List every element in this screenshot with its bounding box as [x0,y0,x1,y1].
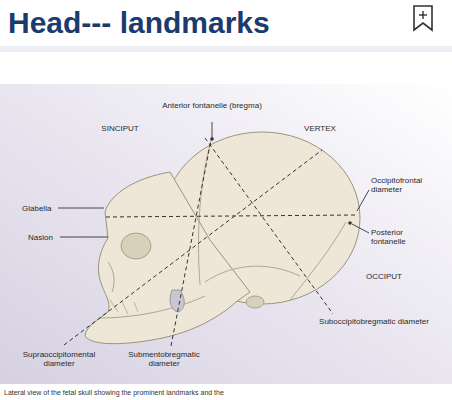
diameter-label: Submentobregmatic diameter [116,350,212,368]
leader-line [357,190,369,211]
landmark-label: Nasion [28,233,68,242]
region-label: SINCIPUT [90,124,150,133]
diameter-label: Supraoccipitomental diameter [8,350,110,368]
diameter-label: Suboccipitobregmatic diameter [318,317,430,326]
facial-skeleton [85,172,250,344]
tooth-buds [110,300,138,314]
nasal-cavity [108,262,114,292]
lambdoid-suture [290,222,346,300]
landmark-label: Glabella [22,204,72,213]
suboccipitobregmatic-line [205,138,333,314]
landmark-label: Anterior fontanelle (bregma) [162,101,262,110]
submentobregmatic-line [171,140,211,346]
leader-line [58,208,104,209]
mastoid [246,296,264,308]
page-title: Head--- landmarks [8,6,270,40]
region-label: OCCIPUT [366,272,426,281]
mandible-line [100,296,205,318]
header-band [0,46,452,52]
supraoccipitomental-line [64,150,322,345]
header-ground [0,0,452,46]
leader-line [60,237,108,238]
landmark-label: Posterior fontanelle [371,228,437,246]
diameter-label: Occipitofrontal diameter [371,176,447,194]
occipitofrontal-line [106,215,356,217]
squamosal-suture [205,266,300,282]
figure-ground [0,84,452,384]
region-label: VERTEX [290,124,350,133]
landmark-dot [348,221,352,225]
landmark-dot [210,137,214,141]
bookmark-icon [414,6,432,30]
leader-line [212,122,213,138]
leader-line [352,224,369,233]
bookmark-icon [419,14,427,15]
coronal-suture [199,137,213,285]
orbit [121,233,151,259]
figure-caption: Lateral view of the fetal skull showing … [4,389,224,397]
ear-bone [170,290,184,312]
